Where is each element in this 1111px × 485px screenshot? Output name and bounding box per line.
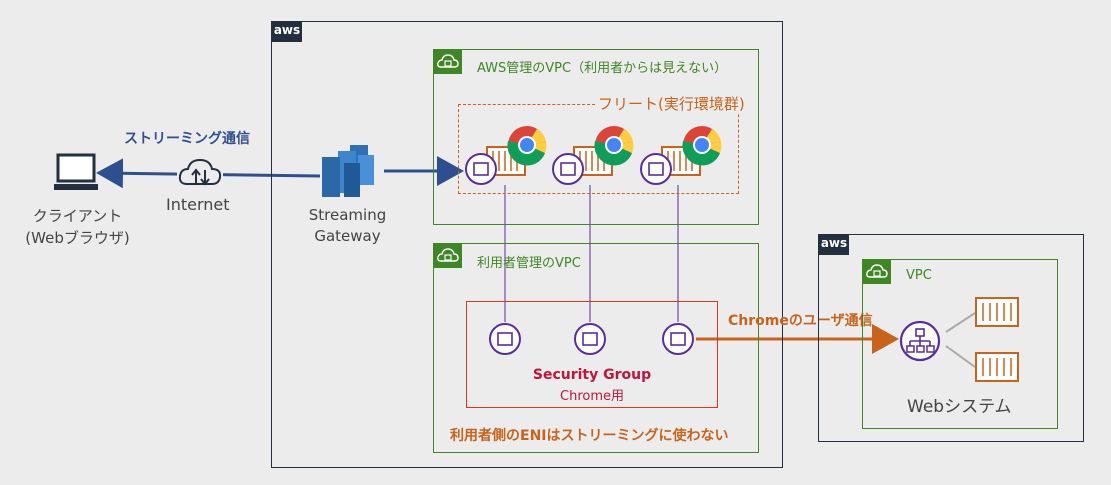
- gateway-label-line2: Gateway: [314, 227, 381, 245]
- streaming-label: ストリーミング通信: [124, 131, 250, 147]
- web-vpc: [862, 259, 1058, 429]
- aws-logo: aws: [272, 22, 302, 42]
- container-icon: [975, 352, 1019, 382]
- aws-cloud-region: [271, 21, 783, 468]
- security-group-subtitle: Chrome用: [560, 389, 624, 404]
- container-icon: [975, 297, 1019, 327]
- chrome-traffic-label: Chromeのユーザ通信: [728, 313, 873, 329]
- vpc-lock-icon: [863, 260, 891, 284]
- lb-link-bottom: [945, 345, 976, 368]
- cloud-internet-icon: [177, 156, 223, 190]
- gateway-label-line1: Streaming: [308, 206, 387, 224]
- eni-note: 利用者側のENIはストリーミングに使わない: [450, 428, 729, 444]
- fleet-title: フリート(実行環境群): [595, 93, 748, 114]
- user-vpc-title: 利用者管理のVPC: [477, 256, 581, 271]
- eni-icon: [488, 322, 522, 356]
- laptop-icon: [53, 153, 99, 195]
- vpc-lock-icon: [434, 50, 462, 74]
- eni-icon: [573, 322, 607, 356]
- aws-logo: aws: [819, 235, 849, 255]
- streaming-gateway-icon: [318, 139, 380, 199]
- client-label-line2: (Webブラウザ): [25, 229, 130, 247]
- lb-link-top: [945, 312, 976, 333]
- fleet-instance: [465, 125, 555, 190]
- load-balancer-icon: [897, 318, 943, 364]
- eni-icon: [661, 322, 695, 356]
- aws-vpc-title: AWS管理のVPC（利用者からは見えない）: [477, 61, 728, 76]
- aws-managed-vpc: [433, 49, 759, 225]
- security-group: [466, 301, 718, 408]
- web-system-label: Webシステム: [907, 397, 1012, 417]
- web-aws-region: [818, 234, 1084, 442]
- web-vpc-title: VPC: [906, 268, 932, 283]
- security-group-title: Security Group: [532, 367, 652, 383]
- internet-label: Internet: [166, 195, 230, 214]
- fleet-instance: [640, 125, 730, 190]
- client-label-line1: クライアント: [32, 207, 123, 225]
- fleet-instance: [552, 125, 642, 190]
- user-managed-vpc: [433, 243, 759, 453]
- vpc-lock-icon: [434, 244, 462, 268]
